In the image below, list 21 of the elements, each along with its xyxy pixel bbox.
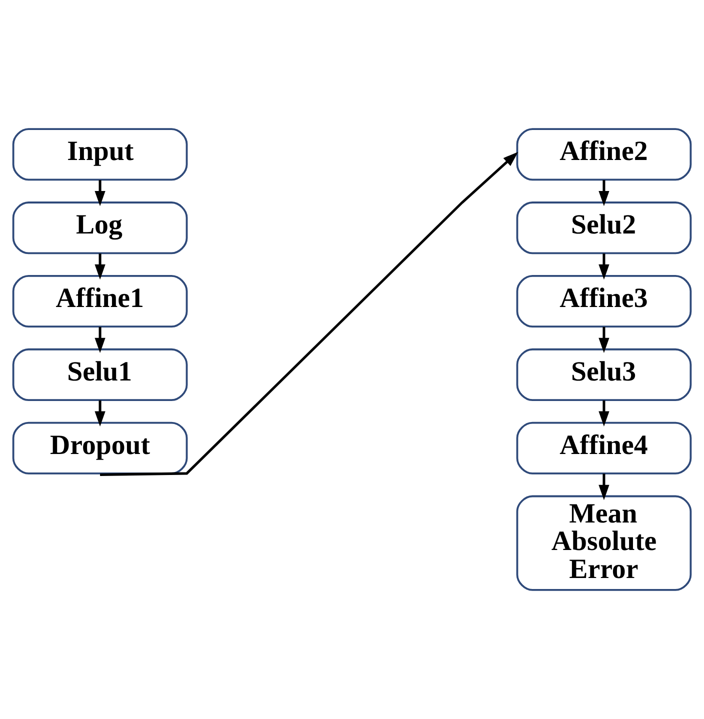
arrow <box>94 180 106 206</box>
node-box: Affine3 <box>516 274 692 328</box>
arrow <box>598 180 610 206</box>
node-box: Mean Absolute Error <box>516 495 692 591</box>
arrow <box>94 253 106 280</box>
node-box: Selu1 <box>12 348 188 401</box>
arrow <box>94 326 106 354</box>
arrow <box>598 400 610 426</box>
arrow <box>100 152 518 476</box>
arrow <box>598 253 610 280</box>
node-box: Dropout <box>12 422 188 474</box>
arrow <box>598 326 610 354</box>
node-box: Affine4 <box>516 422 692 474</box>
node-box: Log <box>12 202 188 254</box>
node-box: Selu2 <box>516 202 692 254</box>
node-box: Selu3 <box>516 348 692 401</box>
node-box: Input <box>12 128 188 181</box>
arrow <box>94 400 106 426</box>
arrow <box>598 474 610 500</box>
node-box: Affine2 <box>516 128 692 181</box>
node-box: Affine1 <box>12 274 188 328</box>
